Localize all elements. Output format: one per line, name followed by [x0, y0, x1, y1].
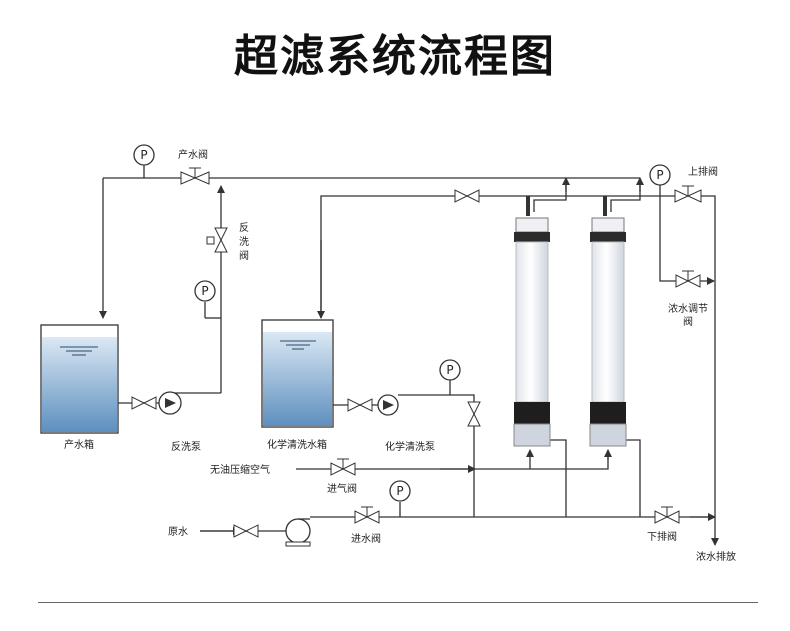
raw-water-valve[interactable] — [233, 524, 259, 538]
svg-text:P: P — [446, 363, 453, 377]
label-conc-adjust-valve-1: 浓水调节 — [668, 303, 708, 315]
chem-tank-outlet-valve[interactable] — [347, 398, 373, 412]
top-drain-pipe — [660, 195, 719, 546]
pressure-gauge-chem: P — [439, 359, 461, 381]
backwash-pump[interactable] — [158, 391, 182, 415]
label-product-valve: 产水阀 — [178, 148, 208, 161]
conc-adjust-pipe — [659, 196, 715, 285]
label-conc-adjust-valve-2: 阀 — [683, 315, 693, 328]
svg-text:P: P — [396, 484, 403, 498]
label-raw-water: 原水 — [168, 526, 188, 538]
page-title: 超滤系统流程图 — [234, 31, 556, 82]
pressure-gauge-product: P — [133, 144, 155, 166]
feed-to-membrane2 — [625, 439, 641, 517]
pressure-gauge-feed: P — [389, 480, 411, 502]
air-to-membranes — [475, 450, 609, 470]
pressure-gauge-backwash: P — [194, 280, 216, 302]
top-drain-valve[interactable] — [674, 185, 702, 203]
conc-adjust-valve[interactable] — [675, 270, 701, 288]
chem-pump-outlet — [398, 394, 475, 517]
label-backwash-pump: 反洗泵 — [171, 441, 201, 453]
bottom-divider — [38, 602, 758, 603]
membrane2-top-outlet — [610, 178, 641, 212]
pressure-gauge-top: P — [649, 164, 671, 186]
label-conc-drain: 浓水排放 — [696, 550, 736, 563]
inlet-valve[interactable] — [354, 506, 380, 524]
svg-text:P: P — [140, 148, 147, 162]
feed-to-membrane1 — [548, 439, 567, 517]
feed-pump[interactable] — [285, 518, 311, 547]
label-bottom-drain-valve: 下排阀 — [647, 530, 677, 543]
label-product-tank: 产水箱 — [64, 438, 94, 451]
label-backwash-valve-3: 阀 — [239, 249, 249, 262]
product-tank-outlet-valve[interactable] — [131, 396, 157, 410]
labels: 产水阀 反 洗 阀 产水箱 反洗泵 化学清洗水箱 化学清洗泵 上排阀 浓水调节 … — [64, 148, 736, 563]
svg-text:P: P — [201, 284, 208, 298]
chem-pump[interactable] — [377, 394, 399, 416]
uf-membrane-2 — [589, 196, 627, 447]
label-inlet-valve: 进水阀 — [351, 532, 381, 545]
uf-membrane-1 — [513, 196, 551, 447]
label-backwash-valve-1: 反 — [239, 222, 249, 234]
label-top-drain-valve: 上排阀 — [688, 165, 718, 178]
label-chem-tank: 化学清洗水箱 — [267, 438, 327, 451]
label-chem-pump: 化学清洗泵 — [385, 440, 435, 453]
product-valve[interactable] — [180, 167, 210, 185]
chem-tank — [261, 319, 334, 428]
label-backwash-valve-2: 洗 — [239, 236, 249, 248]
bottom-drain-valve[interactable] — [654, 506, 680, 524]
chem-line-valve[interactable] — [467, 401, 481, 427]
backwash-valve[interactable] — [206, 227, 228, 253]
svg-text:P: P — [656, 168, 663, 182]
product-tank — [40, 324, 119, 434]
upper-line-valve[interactable] — [454, 189, 480, 203]
label-air-valve: 进气阀 — [327, 482, 357, 495]
air-valve[interactable] — [330, 458, 356, 476]
label-air-source: 无油压缩空气 — [210, 463, 270, 476]
membrane1-top-outlet — [533, 178, 567, 212]
